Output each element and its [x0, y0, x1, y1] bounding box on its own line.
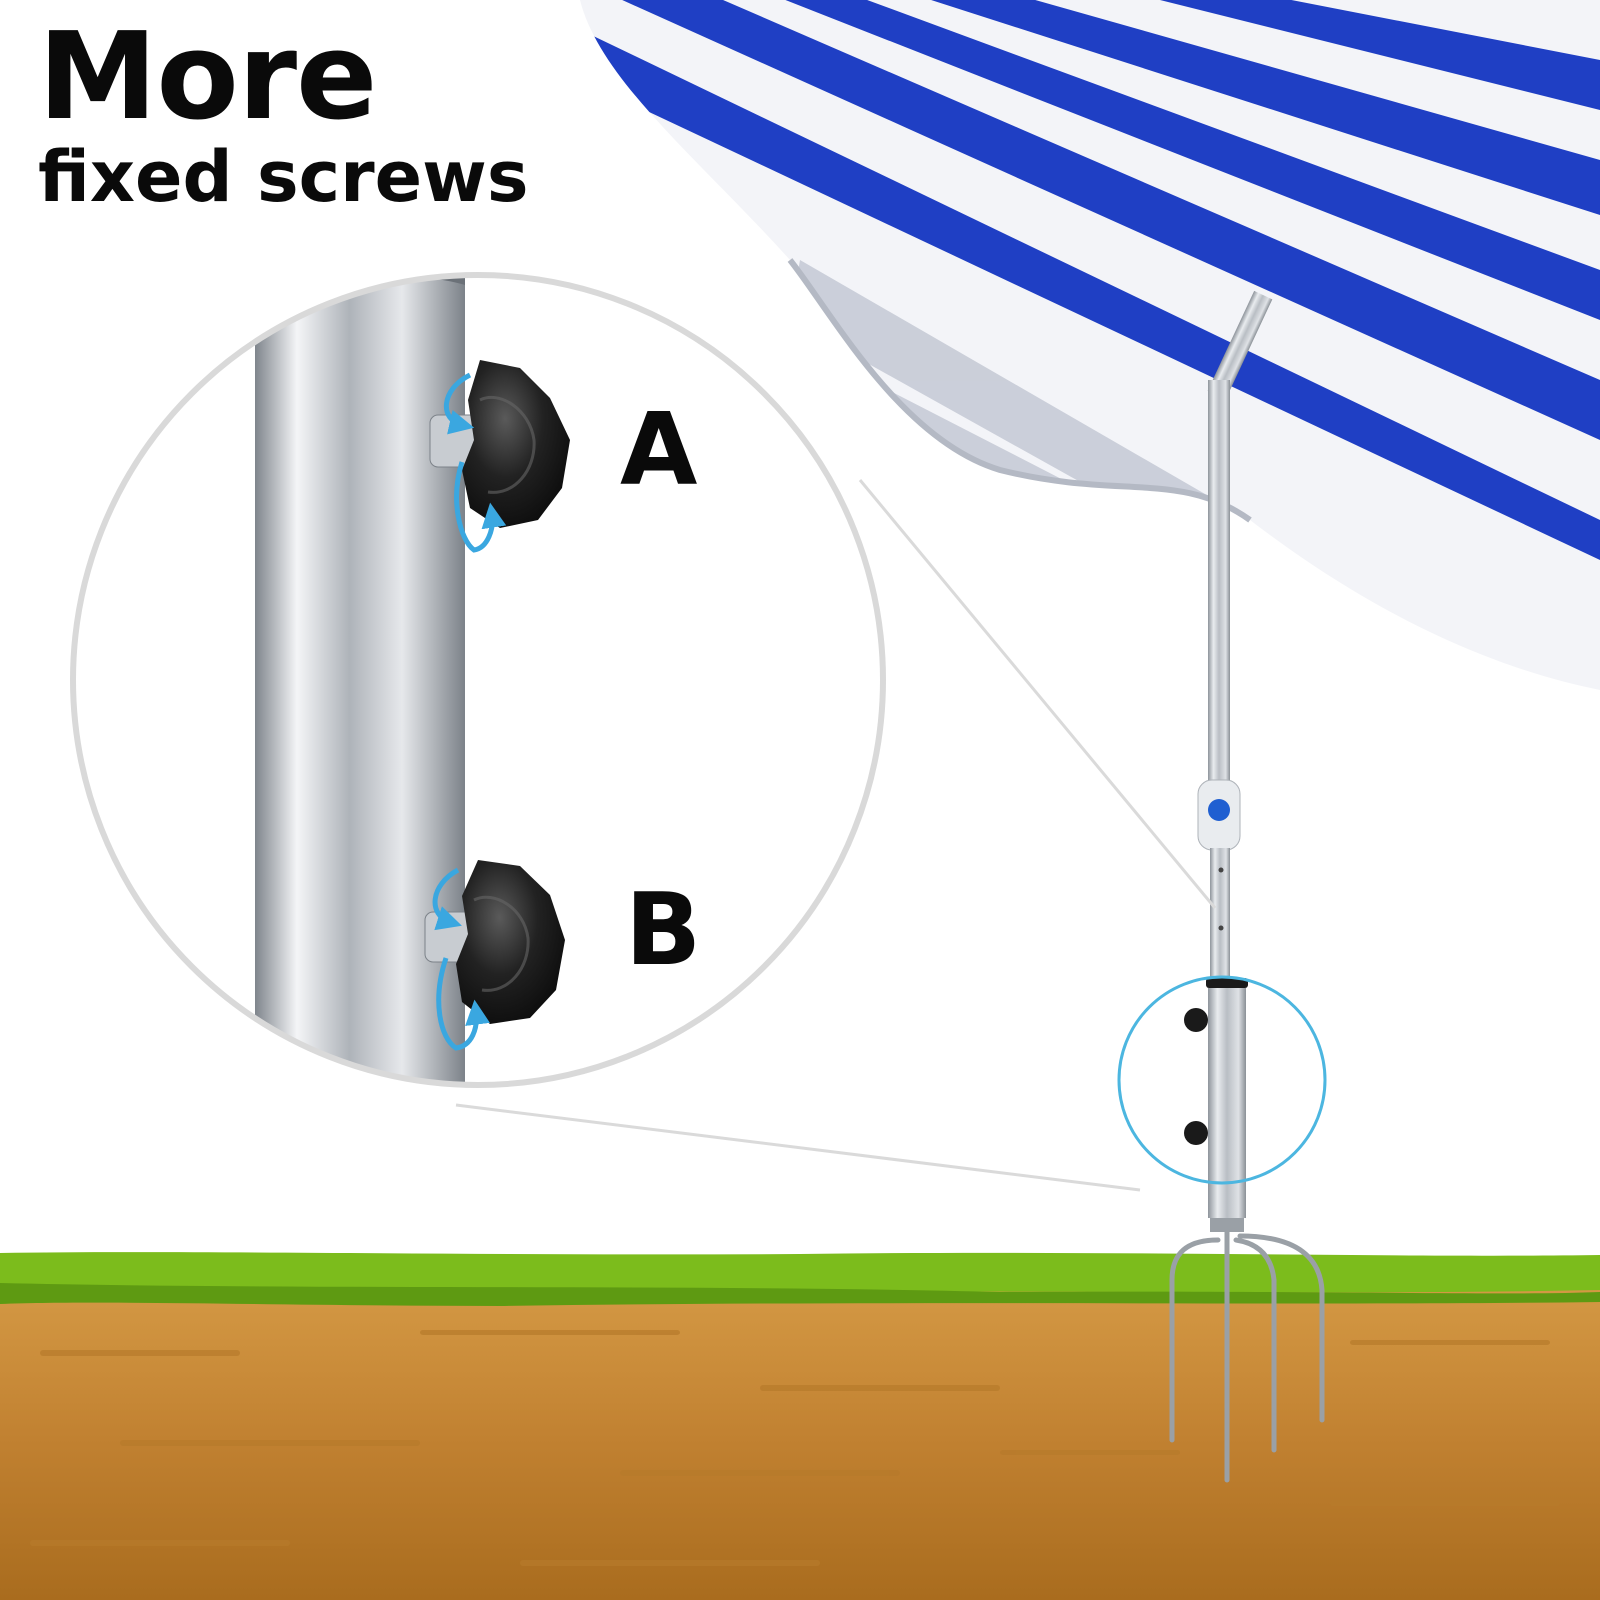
rotate-arrow-a-icon [444, 372, 507, 553]
screw-label-b: B [625, 871, 702, 988]
headline: More fixed screws [38, 8, 529, 218]
screw-label-a: A [620, 391, 698, 508]
ground [0, 1252, 1600, 1600]
soil-texture [30, 1330, 1560, 1566]
zoom-circle-border [70, 272, 886, 1088]
lock-button [1208, 799, 1230, 821]
headline-line-1: More [38, 8, 377, 147]
zoom-detail [70, 272, 886, 1088]
small-knob-b [1184, 1121, 1208, 1145]
umbrella-pole [1197, 290, 1273, 978]
knob-a-icon [429, 360, 570, 528]
soil [0, 1278, 1600, 1600]
zoom-connectors [455, 479, 1217, 1192]
grass-shadow [0, 1283, 1600, 1306]
fork-prongs [1169, 1229, 1325, 1483]
small-knob-a [1184, 1008, 1208, 1032]
grass-strip [0, 1252, 1600, 1296]
rotate-arrow-b-icon [432, 867, 490, 1051]
headline-line-2: fixed screws [38, 136, 529, 218]
zoomed-pole [255, 275, 465, 1085]
highlight-ring [1117, 975, 1327, 1185]
ground-anchor [1169, 978, 1325, 1483]
canopy-edge [787, 258, 1252, 523]
